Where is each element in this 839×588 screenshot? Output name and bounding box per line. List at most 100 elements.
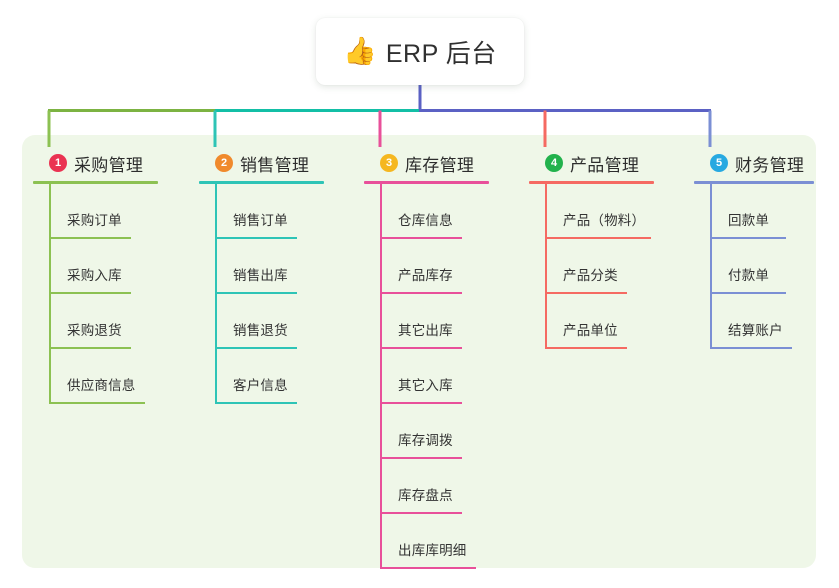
- leaf-item-rule: [380, 567, 476, 569]
- leaf-item[interactable]: 采购入库: [33, 239, 193, 294]
- leaf-item[interactable]: 产品（物料）: [529, 184, 689, 239]
- leaf-item[interactable]: 销售出库: [199, 239, 359, 294]
- branch-children: 销售订单销售出库销售退货客户信息: [199, 184, 359, 404]
- leaf-item[interactable]: 回款单: [694, 184, 839, 239]
- leaf-item-rule: [380, 292, 462, 294]
- branch-title: 库存管理: [405, 155, 475, 175]
- leaf-item-rule: [49, 402, 145, 404]
- branch-header-rule: [199, 181, 324, 184]
- branch-trunk-line: [710, 184, 712, 349]
- branch-trunk-line: [215, 184, 217, 404]
- leaf-item-rule: [49, 292, 131, 294]
- branch-number-badge: 2: [215, 154, 233, 172]
- leaf-item-label: 回款单: [728, 213, 770, 228]
- leaf-item-label: 采购入库: [67, 268, 122, 283]
- leaf-item-rule: [380, 402, 462, 404]
- leaf-item-label: 采购订单: [67, 213, 122, 228]
- leaf-item-label: 其它入库: [398, 378, 453, 393]
- branch-column-4: 4 产品管理产品（物料） 产品分类产品单位: [529, 146, 689, 349]
- leaf-item[interactable]: 产品库存: [364, 239, 524, 294]
- leaf-item-label: 供应商信息: [67, 378, 136, 393]
- leaf-item-rule: [215, 237, 297, 239]
- branch-title: 产品管理: [570, 155, 640, 175]
- leaf-item-label: 产品分类: [563, 268, 618, 283]
- leaf-item-label: 库存盘点: [398, 488, 453, 503]
- branch-title: 财务管理: [735, 155, 805, 175]
- branch-header-3[interactable]: 3 库存管理: [364, 146, 524, 180]
- leaf-item[interactable]: 客户信息: [199, 349, 359, 404]
- branch-column-3: 3 库存管理仓库信息产品库存其它出库其它入库库存调拨库存盘点出库库明细: [364, 146, 524, 569]
- leaf-item[interactable]: 库存盘点: [364, 459, 524, 514]
- branch-header-5[interactable]: 5 财务管理: [694, 146, 839, 180]
- leaf-item-label: 产品单位: [563, 323, 618, 338]
- branch-number-badge: 1: [49, 154, 67, 172]
- thumbs-up-icon: 👍: [343, 35, 377, 66]
- branch-header-rule: [529, 181, 654, 184]
- branch-header-rule: [694, 181, 814, 184]
- leaf-item[interactable]: 销售订单: [199, 184, 359, 239]
- branch-number-badge: 4: [545, 154, 563, 172]
- leaf-item[interactable]: 销售退货: [199, 294, 359, 349]
- leaf-item-label: 付款单: [728, 268, 770, 283]
- branch-title: 销售管理: [240, 155, 310, 175]
- leaf-item-label: 库存调拨: [398, 433, 453, 448]
- branch-column-1: 1 采购管理采购订单采购入库采购退货供应商信息: [33, 146, 193, 404]
- branch-trunk-line: [49, 184, 51, 404]
- leaf-item-rule: [545, 292, 627, 294]
- leaf-item-label: 客户信息: [233, 378, 288, 393]
- leaf-item-label: 其它出库: [398, 323, 453, 338]
- leaf-item[interactable]: 采购订单: [33, 184, 193, 239]
- branch-title: 采购管理: [74, 155, 144, 175]
- leaf-item-rule: [710, 237, 786, 239]
- branch-column-5: 5 财务管理回款单付款单结算账户: [694, 146, 839, 349]
- leaf-item[interactable]: 仓库信息: [364, 184, 524, 239]
- root-node[interactable]: 👍 ERP 后台: [316, 18, 524, 85]
- leaf-item-rule: [545, 237, 651, 239]
- leaf-item[interactable]: 结算账户: [694, 294, 839, 349]
- leaf-item-rule: [710, 292, 786, 294]
- leaf-item-rule: [380, 347, 462, 349]
- leaf-item[interactable]: 库存调拨: [364, 404, 524, 459]
- leaf-item[interactable]: 付款单: [694, 239, 839, 294]
- leaf-item-label: 产品（物料）: [563, 213, 646, 228]
- leaf-item-rule: [380, 237, 462, 239]
- leaf-item-label: 销售订单: [233, 213, 288, 228]
- leaf-item-label: 销售退货: [233, 323, 288, 338]
- leaf-item[interactable]: 供应商信息: [33, 349, 193, 404]
- leaf-item-rule: [380, 512, 462, 514]
- root-node-label: ERP 后台: [385, 39, 497, 68]
- branch-number-badge: 5: [710, 154, 728, 172]
- branch-children: 采购订单采购入库采购退货供应商信息: [33, 184, 193, 404]
- leaf-item[interactable]: 产品单位: [529, 294, 689, 349]
- leaf-item[interactable]: 其它出库: [364, 294, 524, 349]
- branch-children: 回款单付款单结算账户: [694, 184, 839, 349]
- branch-header-1[interactable]: 1 采购管理: [33, 146, 193, 180]
- leaf-item-rule: [215, 292, 297, 294]
- leaf-item[interactable]: 出库库明细: [364, 514, 524, 569]
- branch-number-badge: 3: [380, 154, 398, 172]
- leaf-item-label: 结算账户: [728, 323, 783, 338]
- leaf-item[interactable]: 其它入库: [364, 349, 524, 404]
- leaf-item-label: 出库库明细: [398, 543, 467, 558]
- leaf-item-label: 产品库存: [398, 268, 453, 283]
- branch-children: 仓库信息产品库存其它出库其它入库库存调拨库存盘点出库库明细: [364, 184, 524, 569]
- branch-header-rule: [364, 181, 489, 184]
- leaf-item-rule: [49, 237, 131, 239]
- branch-column-2: 2 销售管理销售订单销售出库销售退货客户信息: [199, 146, 359, 404]
- branch-header-4[interactable]: 4 产品管理: [529, 146, 689, 180]
- leaf-item-label: 采购退货: [67, 323, 122, 338]
- leaf-item[interactable]: 产品分类: [529, 239, 689, 294]
- leaf-item-rule: [545, 347, 627, 349]
- branch-header-rule: [33, 181, 158, 184]
- branch-trunk-line: [380, 184, 382, 569]
- branch-children: 产品（物料） 产品分类产品单位: [529, 184, 689, 349]
- leaf-item-rule: [215, 402, 297, 404]
- branch-header-2[interactable]: 2 销售管理: [199, 146, 359, 180]
- branch-trunk-line: [545, 184, 547, 349]
- leaf-item[interactable]: 采购退货: [33, 294, 193, 349]
- leaf-item-label: 销售出库: [233, 268, 288, 283]
- diagram-background-panel: [22, 135, 816, 568]
- leaf-item-rule: [215, 347, 297, 349]
- leaf-item-rule: [380, 457, 462, 459]
